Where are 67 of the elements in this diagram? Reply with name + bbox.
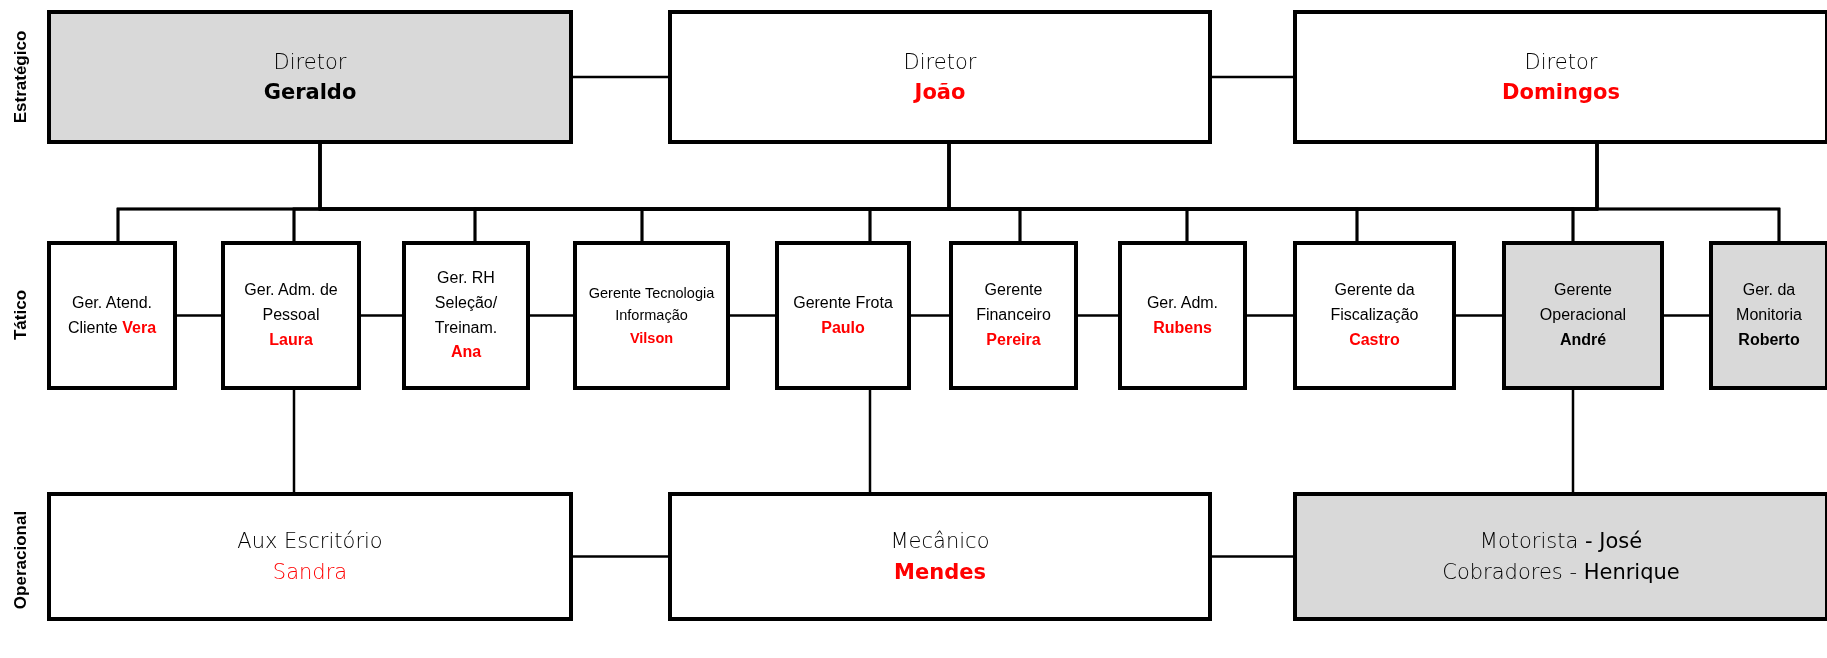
role-title: Gerente Financeiro [975, 280, 1052, 326]
org-box [573, 241, 730, 390]
org-box [1709, 241, 1827, 390]
person-name: André [1559, 329, 1607, 350]
tier-label: Operacional [11, 510, 32, 610]
org-box [47, 241, 177, 390]
connector-line [361, 314, 402, 317]
org-box [47, 10, 573, 144]
org-box [1293, 492, 1827, 621]
connector-line [1247, 314, 1293, 317]
role-title: Gerente Frota [793, 292, 893, 313]
org-box [1293, 10, 1827, 144]
org-box [221, 241, 361, 390]
person-name: Domingos [1502, 79, 1620, 106]
connector-line [177, 314, 221, 317]
person-name: Paulo [821, 317, 865, 338]
org-box [775, 241, 911, 390]
person-name: Pereira [986, 329, 1041, 350]
role-title: Cobradores - Henrique [1442, 558, 1680, 586]
connector-line [1212, 555, 1293, 558]
connector-line [1595, 144, 1781, 241]
connector-line [1664, 314, 1709, 317]
connector-line [573, 75, 668, 79]
role-title: Ger. Adm. de Pessoal [243, 280, 339, 326]
connector-line [1571, 390, 1575, 492]
connector-line [1078, 314, 1118, 317]
tier-label: Tático [11, 289, 32, 341]
person-name: Rubens [1153, 317, 1212, 338]
person-name: Laura [269, 329, 313, 350]
connector-line [1212, 75, 1293, 79]
connector-line [868, 390, 872, 492]
role-and-name-text: Ger. Atend. Cliente Vera [66, 292, 158, 338]
org-box [402, 241, 530, 390]
role-title: Ger. Adm. [1146, 292, 1219, 313]
person-name: João [914, 79, 966, 106]
org-box [668, 10, 1212, 144]
org-box [949, 241, 1078, 390]
person-name: Vilson [629, 328, 674, 348]
connector-line [573, 555, 668, 558]
person-name: Ana [450, 342, 482, 363]
person-name: Mendes [894, 558, 986, 586]
role-title: Gerente Operacional [1538, 280, 1628, 326]
tier-label: Estratégico [10, 30, 31, 124]
role-title: Diretor [903, 48, 977, 76]
org-box [1118, 241, 1247, 390]
org-box [1502, 241, 1664, 390]
role-title: Ger. RH Seleção/ Treinam. [433, 267, 499, 338]
role-title: Gerente Tecnologia Informação [587, 283, 716, 326]
role-title: Diretor [273, 48, 347, 76]
connector-line [911, 314, 949, 317]
org-box [1293, 241, 1456, 390]
org-box [47, 492, 573, 621]
person-name: Sandra [272, 558, 348, 586]
role-title: Diretor [1524, 48, 1598, 76]
role-title: Motorista - José [1479, 528, 1643, 556]
role-title: Mecânico [890, 528, 990, 556]
person-name: Roberto [1738, 329, 1800, 350]
connector-line [730, 314, 775, 317]
connector-line [530, 314, 573, 317]
role-title: Ger. da Monitoria [1735, 280, 1803, 326]
connector-line [292, 390, 296, 492]
connector-line [1456, 314, 1502, 317]
role-title: Gerente da Fiscalização [1329, 280, 1420, 326]
person-name: Geraldo [263, 79, 357, 106]
role-title: Aux Escritório [237, 528, 383, 556]
org-box [668, 492, 1212, 621]
person-name: Castro [1349, 329, 1400, 350]
